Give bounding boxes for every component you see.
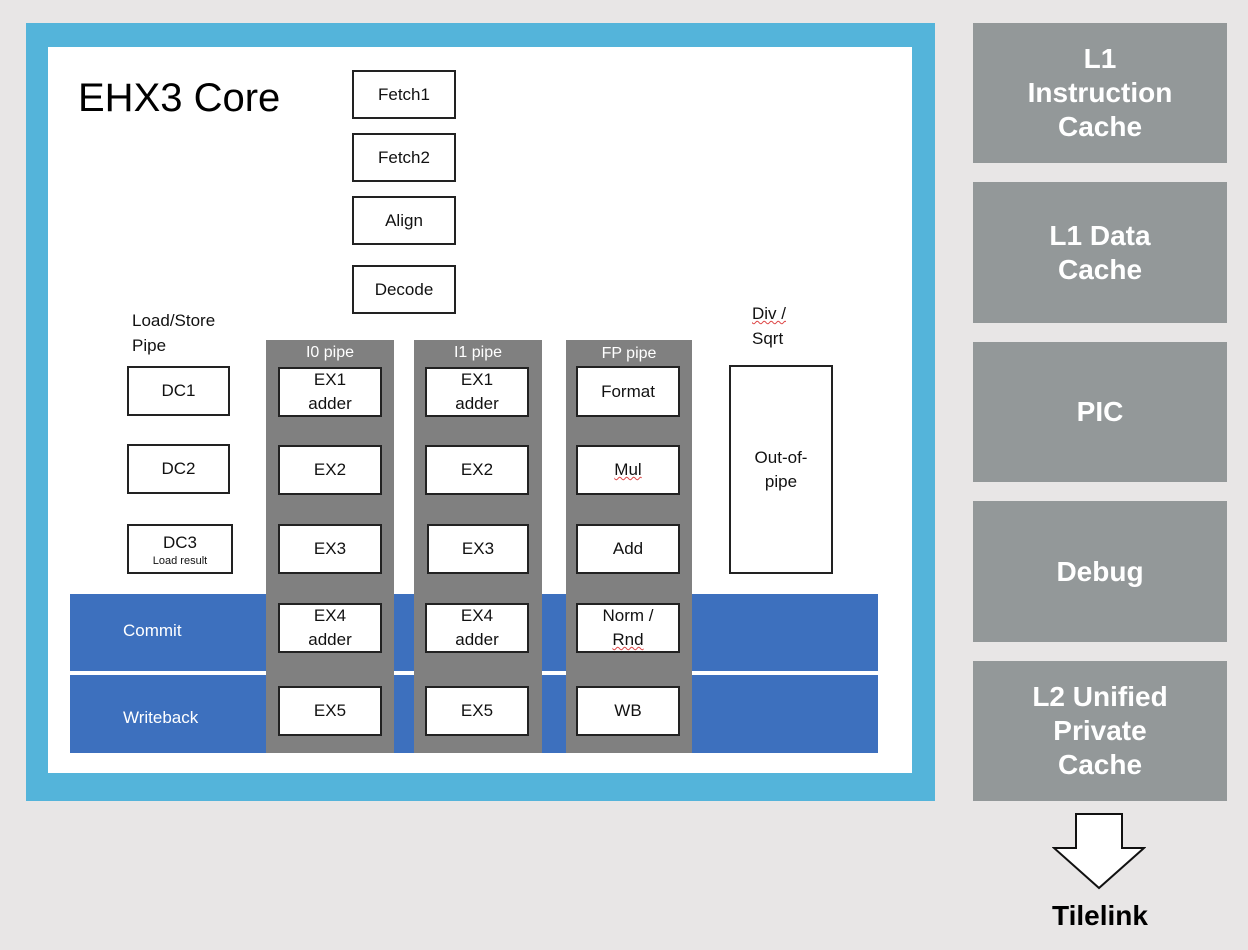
block-label: L2 Unified <box>1032 681 1168 712</box>
stage-label: adder <box>455 630 499 649</box>
i0-ex2-stage: EX2 <box>278 445 382 495</box>
stage-label: Add <box>612 539 644 558</box>
commit-label: Commit <box>123 621 182 640</box>
div-sqrt-text: Div / <box>752 304 786 323</box>
fp-add-stage: Add <box>576 524 680 574</box>
tilelink-label: Tilelink <box>1052 900 1148 931</box>
stage-label: Fetch2 <box>378 147 430 167</box>
dc1-stage: DC1 <box>127 366 230 416</box>
block-label: Instruction <box>1027 77 1173 108</box>
pic-block: PIC <box>973 342 1227 482</box>
i1-ex3-stage: EX3 <box>427 524 529 574</box>
stage-label: EX5 <box>313 701 347 720</box>
dc2-stage: DC2 <box>127 444 230 494</box>
block-label: Private <box>1053 715 1147 746</box>
i0-ex3-stage: EX3 <box>278 524 382 574</box>
stage-label: adder <box>308 394 352 413</box>
stage-label: adder <box>308 630 352 649</box>
stage-label: DC3 <box>162 532 197 552</box>
block-label: Cache <box>1057 111 1143 142</box>
stage-label: Mul <box>614 460 642 479</box>
i0-ex4-stage: EX4 adder <box>278 603 382 653</box>
fp-mul-stage: Mul <box>576 445 680 495</box>
align-stage: Align <box>352 196 456 245</box>
stage-label: Rnd <box>612 630 644 649</box>
load-store-label-line2: Pipe <box>132 336 167 355</box>
debug-block: Debug <box>973 501 1227 642</box>
stage-label: Format <box>601 381 655 401</box>
stage-label: EX5 <box>460 701 494 720</box>
stage-label: EX1 <box>313 370 347 389</box>
fp-norm-rnd-stage: Norm / Rnd <box>576 603 680 653</box>
div-sqrt-label-line1: Div / <box>752 301 786 326</box>
i1-pipe-label: I1 pipe <box>453 344 503 361</box>
block-label: L1 <box>1083 43 1117 74</box>
i1-ex5-stage: EX5 <box>425 686 529 736</box>
i0-pipe-label: I0 pipe <box>305 344 355 361</box>
fp-wb-stage: WB <box>576 686 680 736</box>
i0-ex1-stage: EX1 adder <box>278 367 382 417</box>
stage-label: DC1 <box>161 381 196 400</box>
stage-label: EX3 <box>461 539 495 558</box>
fetch2-stage: Fetch2 <box>352 133 456 182</box>
stage-label: EX4 <box>460 606 494 625</box>
block-label: Debug <box>1056 555 1144 587</box>
block-label: L1 Data <box>1049 219 1151 251</box>
stage-label: EX2 <box>460 460 494 479</box>
stage-label: EX3 <box>313 539 347 558</box>
stage-label: EX1 <box>460 370 494 389</box>
stage-label: WB <box>614 701 642 720</box>
stage-label: DC2 <box>161 459 196 478</box>
block-label: PIC <box>1076 396 1124 427</box>
block-label: Cache <box>1057 253 1143 285</box>
stage-label: Decode <box>374 279 434 299</box>
stage-label: Norm / <box>602 606 654 625</box>
fp-pipe-label: FP pipe <box>601 345 657 362</box>
i1-ex1-stage: EX1 adder <box>425 367 529 417</box>
stage-label: EX2 <box>313 460 347 479</box>
stage-sublabel: Load result <box>152 554 208 567</box>
stage-label: adder <box>455 394 499 413</box>
stage-label: pipe <box>764 471 798 491</box>
i1-ex2-stage: EX2 <box>425 445 529 495</box>
stage-label: Fetch1 <box>378 84 430 104</box>
down-arrow-icon <box>1052 813 1146 890</box>
core-title: EHX3 Core <box>78 76 281 120</box>
out-of-pipe-box: Out-of-pipe <box>729 365 833 574</box>
stage-label: EX4 <box>313 606 347 625</box>
writeback-label: Writeback <box>123 708 199 727</box>
div-sqrt-label-line2: Sqrt <box>752 329 784 348</box>
stage-label: Out-of- <box>754 447 808 467</box>
i0-ex5-stage: EX5 <box>278 686 382 736</box>
fetch1-stage: Fetch1 <box>352 70 456 119</box>
decode-stage: Decode <box>352 265 456 314</box>
i1-ex4-stage: EX4 adder <box>425 603 529 653</box>
fp-format-stage: Format <box>576 366 680 417</box>
stage-label: Align <box>385 210 423 230</box>
block-label: Cache <box>1057 749 1143 780</box>
load-store-label-line1: Load/Store <box>132 311 216 330</box>
